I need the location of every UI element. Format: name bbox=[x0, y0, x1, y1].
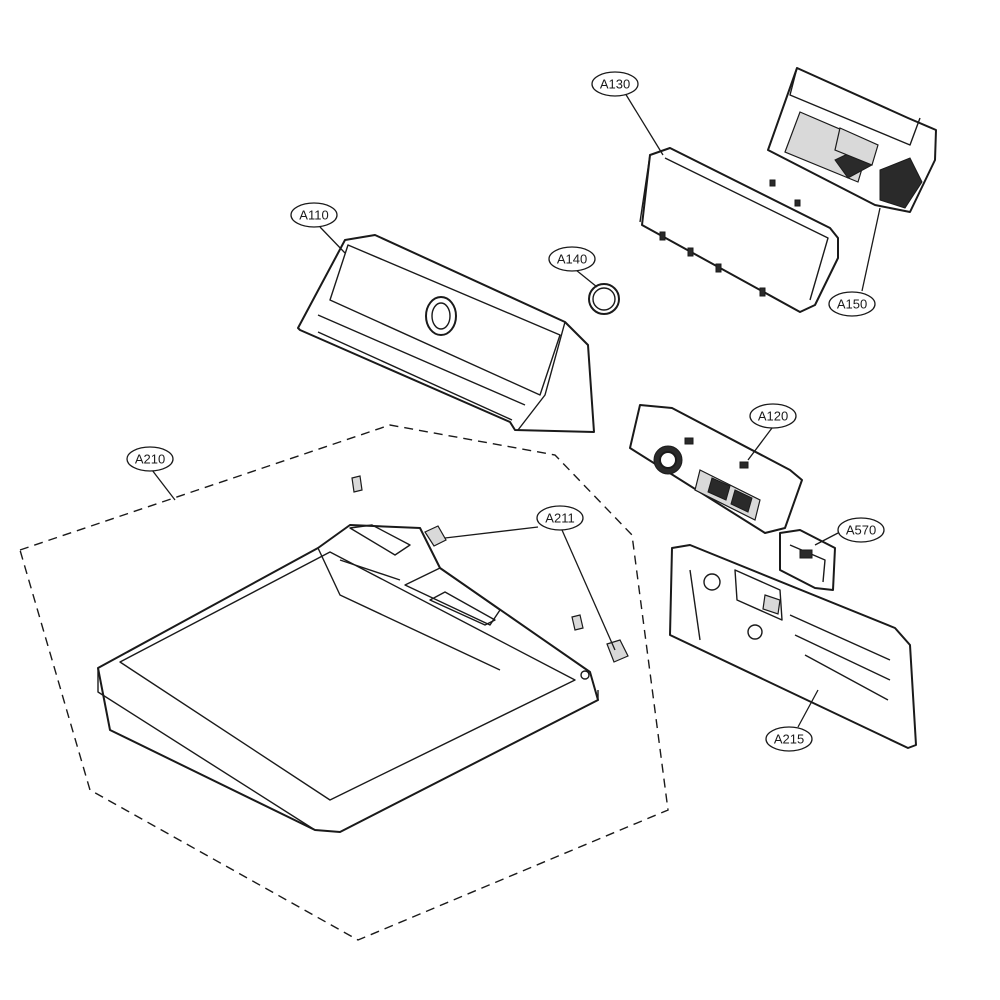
leader-a150 bbox=[861, 207, 881, 292]
part-a211-hinge-clip-lower[interactable] bbox=[606, 639, 629, 663]
callout-a570-label: A570 bbox=[846, 523, 876, 538]
leader-a211-left bbox=[444, 526, 539, 539]
callout-a110-label: A110 bbox=[299, 208, 328, 223]
callout-a210[interactable]: A210 bbox=[126, 446, 174, 472]
leader-a215 bbox=[797, 689, 819, 728]
callout-a210-label: A210 bbox=[135, 452, 165, 467]
callout-a570[interactable]: A570 bbox=[837, 517, 885, 543]
leader-a130 bbox=[624, 92, 664, 156]
callout-a140[interactable]: A140 bbox=[548, 246, 596, 272]
part-a570-bracket[interactable] bbox=[779, 529, 836, 591]
leader-a120 bbox=[747, 427, 773, 461]
callout-a150[interactable]: A150 bbox=[828, 291, 876, 317]
callout-a211[interactable]: A211 bbox=[536, 505, 584, 531]
a210-assembly-boundary bbox=[19, 424, 669, 941]
part-a150-pcb-cover[interactable] bbox=[767, 67, 937, 213]
part-a120-control-board[interactable] bbox=[629, 404, 803, 534]
part-a215-rear-panel[interactable] bbox=[669, 544, 917, 749]
leader-a211-right bbox=[561, 529, 616, 651]
leader-a110 bbox=[319, 226, 346, 254]
leader-a210 bbox=[151, 469, 176, 501]
callout-a211-label: A211 bbox=[545, 511, 574, 526]
callout-a140-label: A140 bbox=[557, 252, 587, 267]
callout-a130[interactable]: A130 bbox=[591, 71, 639, 97]
part-a210-top-cover[interactable] bbox=[97, 524, 599, 833]
callout-a215-label: A215 bbox=[774, 732, 804, 747]
callout-a150-label: A150 bbox=[837, 297, 867, 312]
part-a110-control-panel-housing[interactable] bbox=[297, 234, 595, 433]
callout-a120-label: A120 bbox=[758, 409, 788, 424]
callout-a215[interactable]: A215 bbox=[765, 726, 813, 752]
part-a130-pcb-housing[interactable] bbox=[639, 147, 839, 313]
fastener-left bbox=[351, 475, 363, 493]
part-a140-knob[interactable] bbox=[588, 283, 620, 315]
callout-a130-label: A130 bbox=[600, 77, 630, 92]
fastener-right bbox=[571, 614, 584, 631]
callout-a120[interactable]: A120 bbox=[749, 403, 797, 429]
leader-a140 bbox=[575, 269, 598, 288]
leader-a570 bbox=[814, 532, 839, 546]
callout-a110[interactable]: A110 bbox=[290, 202, 338, 228]
part-a211-hinge-clip-upper[interactable] bbox=[424, 525, 447, 547]
